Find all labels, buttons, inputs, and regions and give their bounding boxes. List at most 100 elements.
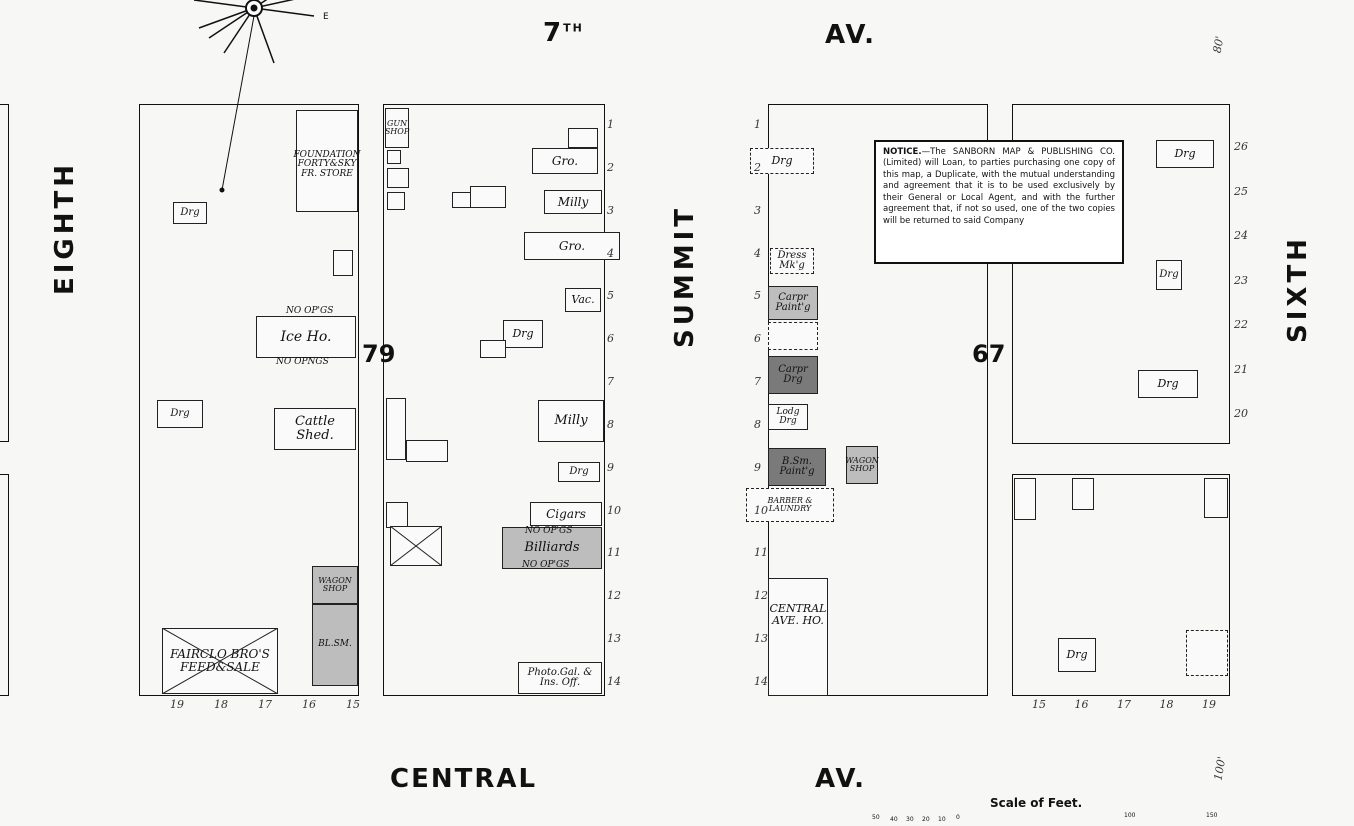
building-wagon-shop-west: WAGON SHOP bbox=[312, 566, 358, 604]
building-gun-shop: GUN SHOP bbox=[385, 108, 409, 148]
notice-text: —The SANBORN MAP & PUBLISHING CO. (Limit… bbox=[883, 147, 1115, 226]
lot-number: 17 bbox=[1117, 698, 1131, 711]
building-small-15 bbox=[1072, 478, 1094, 510]
lot-numbers-sixth: 26 25 24 23 22 21 20 bbox=[1234, 140, 1248, 420]
lot-number: 1 bbox=[754, 118, 761, 131]
street-summit: SUMMIT bbox=[670, 205, 700, 348]
scale-tick: 40 bbox=[890, 816, 898, 823]
building-carpenter-paint: Carpr Paint'g bbox=[768, 286, 818, 320]
compass-east-label: E bbox=[323, 12, 329, 22]
lot-numbers-summit-east: 1 2 3 4 5 6 7 8 9 10 11 12 13 14 bbox=[754, 118, 768, 688]
lot-number: 8 bbox=[607, 417, 614, 431]
building-millinery-2: Milly bbox=[538, 400, 604, 442]
lot-number: 3 bbox=[607, 203, 614, 217]
lot-number: 25 bbox=[1234, 184, 1248, 198]
lot-number: 9 bbox=[607, 460, 614, 474]
width-top-right: 80' bbox=[1210, 34, 1227, 55]
lot-number: 3 bbox=[754, 203, 761, 217]
scale-tick: 0 bbox=[956, 814, 960, 821]
building-blacksmith-paint: B.Sm. Paint'g bbox=[768, 448, 826, 486]
label-no-openings-2: NO OPNGS bbox=[276, 357, 329, 367]
street-seventh-suffix: TH bbox=[563, 21, 584, 35]
lot-number: 18 bbox=[214, 698, 228, 711]
building-grocery-2: Gro. bbox=[524, 232, 620, 260]
building-small-10 bbox=[406, 440, 448, 462]
lot-number: 18 bbox=[1159, 698, 1174, 711]
lot-number: 14 bbox=[754, 674, 768, 688]
building-small-8 bbox=[480, 340, 506, 358]
lot-numbers-left: 19 18 17 16 15 bbox=[170, 698, 360, 711]
lot-numbers-summit-west: 1 2 3 4 5 6 7 8 9 10 11 12 13 14 bbox=[607, 118, 621, 688]
building-dwelling-e1: Drg bbox=[750, 148, 814, 174]
scale-tick: 20 bbox=[922, 816, 930, 823]
building-small-1 bbox=[333, 250, 353, 276]
label-no-openings-1: NO OP'GS bbox=[286, 306, 334, 316]
lot-number: 14 bbox=[607, 674, 621, 688]
building-central-ave-hotel: CENTRAL AVE. HO. bbox=[768, 578, 828, 696]
building-ice-house: Ice Ho. bbox=[256, 316, 356, 358]
label-no-opgs-billiards-2: NO OP'GS bbox=[522, 560, 570, 570]
street-sixth: SIXTH bbox=[1283, 235, 1313, 343]
building-small-3 bbox=[387, 168, 409, 188]
lot-number: 21 bbox=[1234, 362, 1248, 376]
lot-number: 9 bbox=[754, 460, 761, 474]
building-dwelling-e5: Drg bbox=[1058, 638, 1096, 672]
street-seventh: 7TH bbox=[543, 18, 584, 48]
building-small-5 bbox=[452, 192, 472, 208]
scale-title: Scale of Feet. bbox=[990, 796, 1083, 810]
block-79-west bbox=[139, 104, 359, 696]
compass-rose-icon bbox=[193, 0, 315, 193]
scale-tick: 10 bbox=[938, 816, 946, 823]
block-edge-lower bbox=[0, 474, 9, 696]
building-dwelling-col: Drg bbox=[558, 462, 600, 482]
street-seventh-number: 7 bbox=[543, 18, 564, 48]
lot-number: 6 bbox=[754, 332, 761, 346]
building-carpenter-dwelling: Carpr Drg bbox=[768, 356, 818, 394]
street-eighth: EIGHTH bbox=[50, 160, 80, 295]
street-central: CENTRAL bbox=[390, 764, 538, 794]
building-dwelling-e2: Drg bbox=[1156, 140, 1214, 168]
lot-number: 22 bbox=[1234, 318, 1248, 331]
building-millinery-1: Milly bbox=[544, 190, 602, 214]
block-number-67: 67 bbox=[972, 340, 1006, 368]
scale-bar: 50 40 30 20 10 0 100 150 bbox=[870, 812, 1220, 824]
building-dwelling-e4: Drg bbox=[1138, 370, 1198, 398]
scale-tick: 150 bbox=[1206, 812, 1218, 819]
building-dwelling-w2: Drg bbox=[157, 400, 203, 428]
street-av-top: AV. bbox=[825, 20, 877, 50]
notice-heading: NOTICE. bbox=[883, 147, 922, 157]
lot-number: 17 bbox=[258, 698, 272, 711]
building-dwelling-w1: Drg bbox=[173, 202, 207, 224]
lot-number: 16 bbox=[302, 698, 316, 711]
lot-number: 12 bbox=[607, 589, 621, 603]
building-photo-gallery: Photo.Gal. & Ins. Off. bbox=[518, 662, 602, 694]
street-av-bottom: AV. bbox=[815, 764, 867, 794]
lot-number: 1 bbox=[607, 118, 614, 131]
lot-number: 13 bbox=[754, 632, 768, 646]
lot-number: 6 bbox=[607, 332, 614, 346]
lot-number: 13 bbox=[607, 632, 621, 646]
lot-number: 10 bbox=[754, 503, 768, 517]
cross-hatch-small-12 bbox=[390, 526, 442, 566]
building-small-17 bbox=[1186, 630, 1228, 676]
lot-number: 16 bbox=[1074, 698, 1089, 711]
lot-number: 8 bbox=[754, 417, 761, 431]
building-small-16 bbox=[1204, 478, 1228, 518]
lot-number: 19 bbox=[1202, 698, 1216, 711]
building-small-7 bbox=[568, 128, 598, 148]
lot-number: 5 bbox=[754, 289, 761, 303]
lot-number: 20 bbox=[1234, 407, 1248, 420]
building-dress-making: Dress Mk'g bbox=[770, 248, 814, 274]
lot-number: 15 bbox=[346, 698, 360, 711]
building-foundation: FOUNDATION FORTY&SKY FR. STORE bbox=[293, 110, 361, 212]
lot-number: 19 bbox=[170, 698, 184, 711]
lot-number: 10 bbox=[607, 503, 621, 517]
building-dwelling-e3: Drg bbox=[1156, 260, 1182, 290]
lot-number: 7 bbox=[754, 375, 761, 389]
lot-number: 7 bbox=[607, 375, 614, 389]
block-edge-upper bbox=[0, 104, 9, 442]
building-cattle-shed: Cattle Shed. bbox=[274, 408, 356, 450]
lot-number: 26 bbox=[1234, 140, 1248, 153]
building-small-11 bbox=[386, 502, 408, 528]
building-lodging-dwelling: Lodg Drg bbox=[768, 404, 808, 430]
